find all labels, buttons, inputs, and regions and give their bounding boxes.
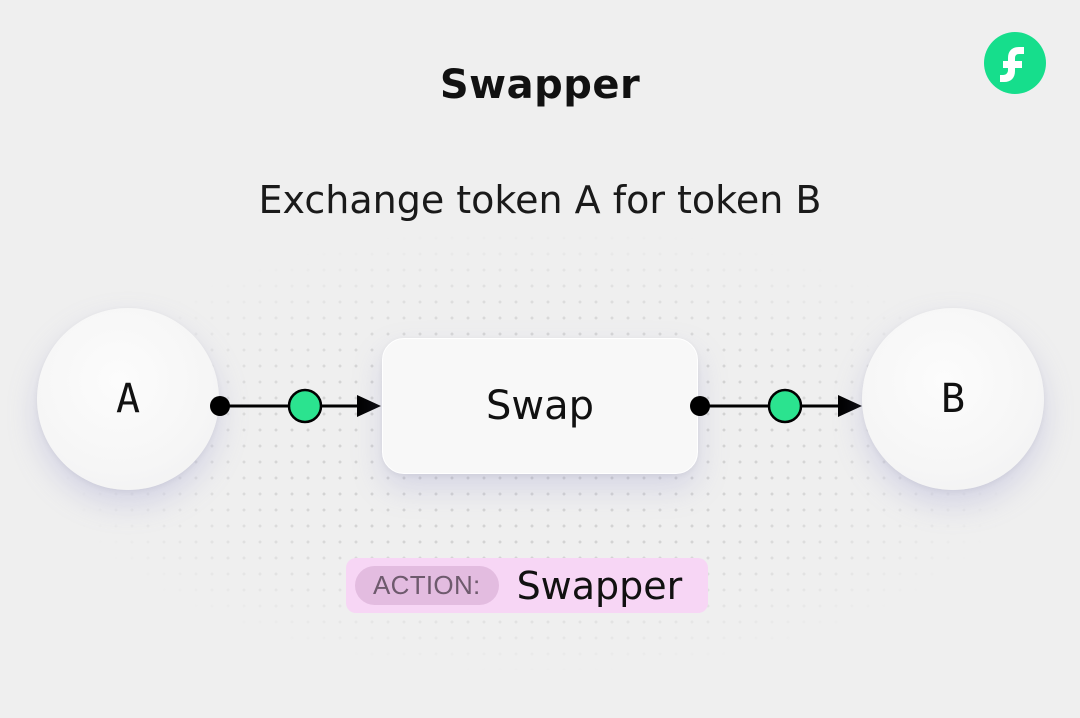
node-swap-label: Swap: [485, 383, 594, 429]
action-tag-label: ACTION:: [355, 566, 499, 605]
node-token-a-label: A: [115, 376, 141, 422]
action-tag: ACTION: Swapper: [346, 558, 708, 613]
connector-start-dot: [210, 396, 230, 416]
node-swap-action: Swap: [382, 338, 698, 474]
connector-a-to-swap: [210, 388, 381, 424]
connector-swap-to-b: [690, 388, 862, 424]
connector-arrowhead: [838, 395, 862, 417]
node-token-a: A: [37, 308, 219, 490]
connector-mid-dot: [287, 388, 323, 424]
connector-start-dot: [690, 396, 710, 416]
flow-logo-icon: [984, 32, 1046, 94]
node-token-b: B: [862, 308, 1044, 490]
action-tag-value: Swapper: [516, 563, 683, 608]
connector-mid-dot: [767, 388, 803, 424]
diagram-subtitle: Exchange token A for token B: [258, 178, 822, 222]
diagram-title: Swapper: [439, 62, 641, 108]
connector-arrowhead: [357, 395, 381, 417]
node-token-b-label: B: [940, 376, 966, 422]
